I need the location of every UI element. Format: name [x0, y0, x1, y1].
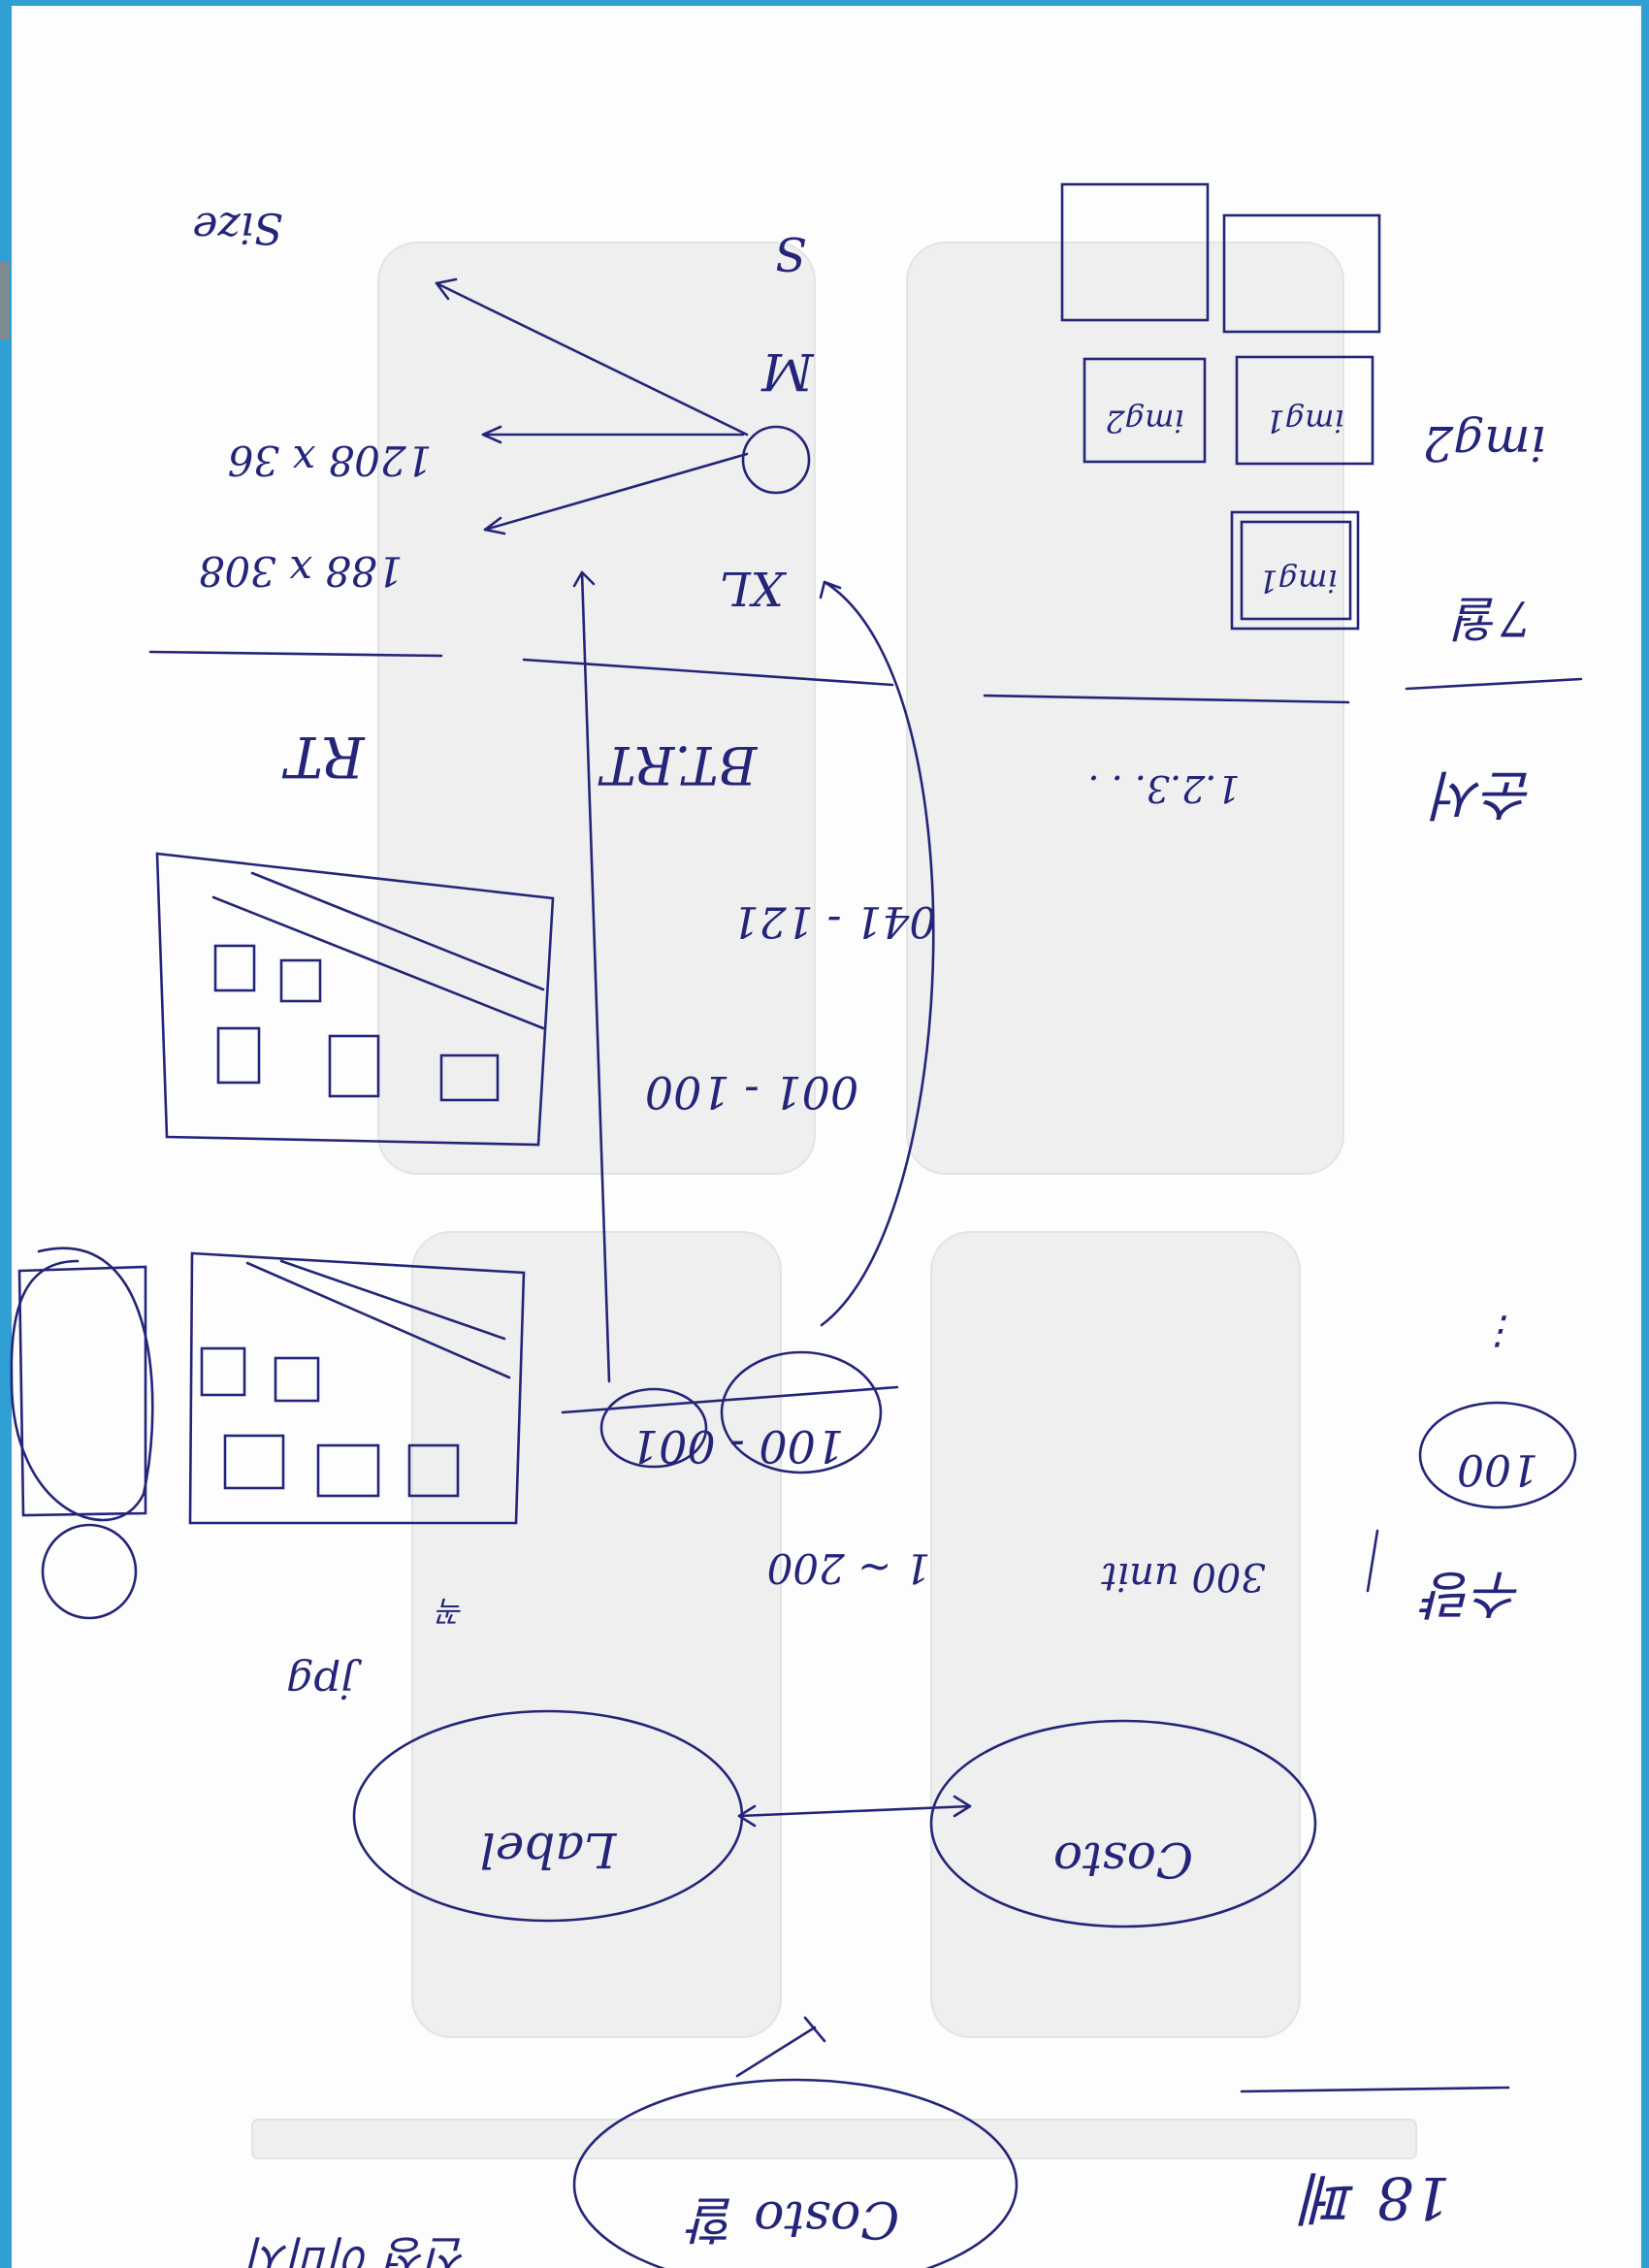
show-through-mockups	[251, 242, 1417, 2159]
header-middle: BT.RT	[598, 734, 759, 795]
thumbnail-label-3: img2	[1105, 403, 1183, 439]
group-value: 100	[1457, 1444, 1538, 1494]
page-number: 18 페	[1298, 2163, 1450, 2231]
scanner-edge-top	[0, 0, 1649, 6]
dimension-a: 1208 x 36	[228, 437, 433, 484]
scanner-edge-left	[0, 0, 12, 2268]
bottom-note: 신청 이미지	[245, 2230, 469, 2268]
binder-clip	[0, 262, 10, 340]
scanner-edge-right	[1641, 0, 1649, 2268]
size-m: M	[760, 341, 815, 400]
header-right-1: 1.2.3. . .	[1087, 767, 1240, 810]
range-1: 041 - 121	[732, 896, 937, 946]
oval-bottom-label: Costo 할	[685, 2189, 900, 2248]
top-right-label: img2	[1422, 415, 1545, 471]
size-s: S	[775, 226, 807, 280]
ink-strokes	[10, 182, 1583, 2268]
side-label: 7월	[1452, 590, 1532, 646]
header-right-2: 순서	[1429, 762, 1535, 826]
header-left: RT	[281, 724, 366, 790]
range-2: 001 - 100	[645, 1066, 858, 1118]
size-xl: XL	[720, 561, 788, 615]
group-label: 수량	[1418, 1564, 1523, 1625]
handwriting: Size S M XL 1208 x 36 188 x 308 RT BT.RT…	[192, 203, 1545, 2268]
quantity-label: 300 unit	[1100, 1554, 1265, 1599]
quantity-range: 1 ~ 200	[767, 1544, 931, 1592]
jpg-note-2: 꼭	[436, 1593, 465, 1627]
oval-right-label: Costo	[1053, 1831, 1193, 1888]
thumbnail-label-1: img1	[1258, 563, 1337, 599]
dimension-b: 188 x 308	[199, 547, 404, 595]
ellipsis-mark: ⋮	[1484, 1310, 1523, 1354]
size-title: Size	[192, 203, 282, 252]
jpg-note: jpg	[286, 1658, 363, 1707]
thumbnail-label-2: img1	[1265, 403, 1343, 439]
range-3: 100 - 001	[630, 1420, 844, 1473]
oval-left-label: Label	[480, 1822, 618, 1878]
